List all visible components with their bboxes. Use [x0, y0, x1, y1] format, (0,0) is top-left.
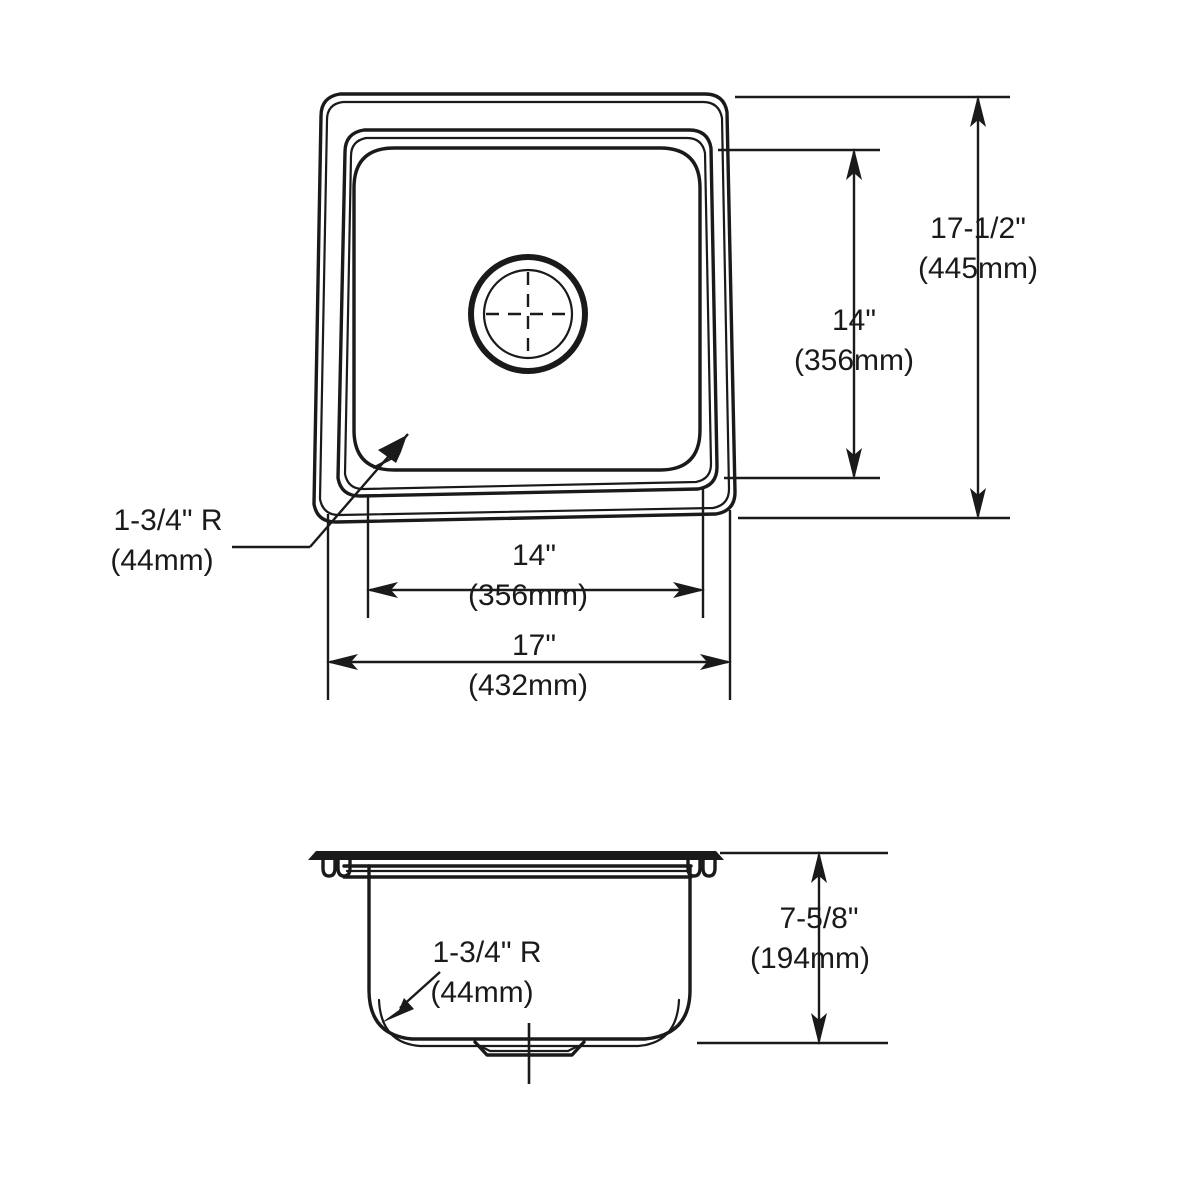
arrowhead-up — [970, 95, 986, 127]
rim-outer-edge — [312, 92, 737, 524]
mounting-clip-right — [686, 857, 717, 878]
radius-side-text-metric: (44mm) — [430, 976, 533, 1009]
radius-top-text-metric: (44mm) — [110, 544, 213, 577]
arrowhead-up — [811, 851, 827, 883]
dim-bowl-depth-group: 7-5/8" (194mm) — [697, 851, 888, 1045]
dim-overall-width-group: 17" (432mm) — [326, 510, 732, 702]
top-view-group: 1-3/4" R (44mm) 14" (356mm) 17-1/2" (445… — [110, 92, 1038, 702]
dim-bowl-height-imperial: 14" — [832, 304, 876, 337]
bowl-base-outline — [352, 146, 702, 472]
drain-outer-ring — [468, 254, 588, 374]
radius-side-text-imperial: 1-3/4" R — [432, 936, 541, 969]
drain-inner-ring — [482, 268, 574, 360]
radius-top-text-imperial: 1-3/4" R — [113, 504, 222, 537]
dim-bowl-height-group: 14" (356mm) — [718, 148, 914, 480]
arrowhead-left — [366, 582, 398, 598]
dim-bowl-depth-metric: (194mm) — [750, 942, 870, 975]
radius-callout-side-leader — [381, 971, 441, 1023]
rim-top-slab — [308, 851, 724, 860]
arrowhead-right — [700, 654, 732, 670]
rim-inner-edge — [318, 100, 731, 517]
dim-overall-height-metric: (445mm) — [918, 252, 1038, 285]
dim-bowl-width-metric: (356mm) — [468, 579, 588, 612]
dim-bowl-width-group: 14" (356mm) — [366, 489, 705, 618]
dim-overall-height-group: 17-1/2" (445mm) — [735, 95, 1038, 520]
dim-overall-width-metric: (432mm) — [468, 669, 588, 702]
bowl-opening-outer — [336, 128, 719, 498]
arrowhead-down — [846, 448, 862, 480]
bowl-section-profile — [367, 864, 692, 1041]
arrowhead-down — [811, 1013, 827, 1045]
dim-bowl-depth-imperial: 7-5/8" — [779, 902, 858, 935]
dim-bowl-height-metric: (356mm) — [794, 344, 914, 377]
dim-overall-width-imperial: 17" — [512, 629, 556, 662]
arrowhead-down — [970, 488, 986, 520]
arrowhead-left — [326, 654, 358, 670]
dim-bowl-width-imperial: 14" — [512, 539, 556, 572]
arrowhead-right — [673, 582, 705, 598]
bowl-opening-inner — [343, 136, 713, 491]
arrowhead-up — [846, 148, 862, 180]
dim-overall-height-imperial: 17-1/2" — [930, 212, 1026, 245]
radius-callout-top-leader — [232, 433, 409, 549]
mounting-clip-left — [321, 857, 352, 878]
side-view-group: 1-3/4" R (44mm) 7-5/8" (194mm) — [308, 851, 888, 1084]
